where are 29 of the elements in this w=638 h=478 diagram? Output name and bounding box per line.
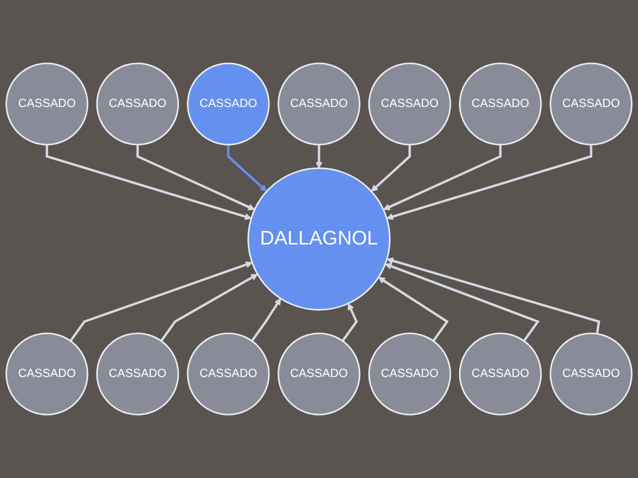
arrow [227,144,267,192]
arrow [316,144,322,169]
arrow [46,144,252,220]
arrow [384,262,540,342]
node-circle: CASSADO [368,62,452,146]
arrow [160,274,258,342]
node-circle: CASSADO [96,62,180,146]
node-circle: CASSADO [6,332,88,416]
arrow [136,144,255,210]
node-circle: CASSADO [458,62,542,146]
node-circle: CASSADO [368,332,452,416]
node-circle: CASSADO [278,62,360,146]
node-circle: CASSADO [550,62,632,146]
arrow [371,144,411,192]
arrow [378,277,449,342]
node-circle: CASSADO [550,332,632,416]
node-circle: CASSADO [96,332,180,416]
arrow [70,261,253,342]
node-circle: CASSADO [186,62,270,146]
node-circle: CASSADO [458,332,542,416]
arrow [383,144,502,210]
arrow [250,298,281,342]
arrow [342,303,358,342]
arrow [386,144,592,220]
node-circle: CASSADO [6,62,88,146]
arrow [386,257,600,334]
node-circle: DALLAGNOL [247,167,391,311]
node-circle: CASSADO [186,332,270,416]
node-circle: CASSADO [278,332,360,416]
